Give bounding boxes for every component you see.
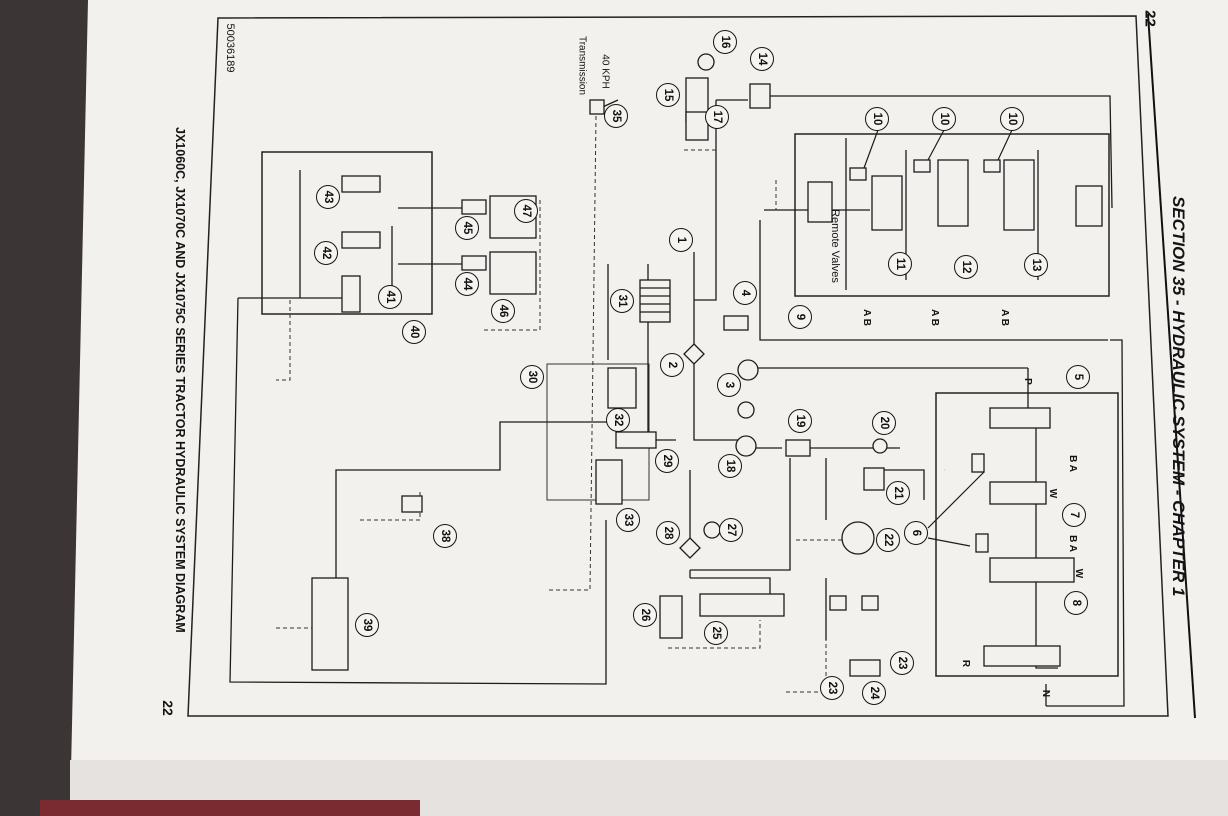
callout-22: 22 — [876, 528, 900, 552]
callout-29: 29 — [655, 449, 679, 473]
callout-32: 32 — [606, 408, 630, 432]
box-40 — [261, 151, 433, 315]
callout-17: 17 — [705, 105, 729, 129]
callout-16: 16 — [713, 30, 737, 54]
diagram-caption: JX1060C, JX1070C AND JX1075C SERIES TRAC… — [173, 127, 187, 633]
callout-5: 5 — [1066, 365, 1090, 389]
port-label-ba-1: B A — [1066, 455, 1078, 472]
callout-27: 27 — [719, 518, 743, 542]
dashed-lines — [276, 115, 844, 693]
port-label-ab-1: A B — [860, 309, 872, 326]
callout-20: 20 — [872, 411, 896, 435]
callout-31: 31 — [610, 289, 634, 313]
port-label-ab-2: A B — [928, 309, 940, 326]
label-remote-valves: Remote Valves — [829, 209, 841, 283]
callout-1: 1 — [669, 228, 693, 252]
callout-46: 46 — [491, 299, 515, 323]
port-label-r: R — [960, 659, 972, 668]
callout-11: 11 — [888, 252, 912, 276]
callout-8: 8 — [1064, 591, 1088, 615]
doc-code: 50036189 — [224, 23, 236, 73]
callout-44: 44 — [455, 272, 479, 296]
callout-10-b: 10 — [932, 107, 956, 131]
port-label-ab-3: A B — [998, 309, 1010, 326]
callout-2: 2 — [660, 353, 684, 377]
port-label-w-2: W — [1073, 568, 1085, 579]
callout-3: 3 — [717, 373, 741, 397]
callout-47: 47 — [514, 199, 538, 223]
components — [311, 53, 1103, 677]
callout-43: 43 — [316, 185, 340, 209]
port-label-n: N — [1040, 689, 1052, 698]
callout-25: 25 — [704, 621, 728, 645]
page-number-top: 22 — [1141, 10, 1159, 27]
callout-19: 19 — [788, 409, 812, 433]
port-label-ba-2: B A — [1066, 535, 1078, 552]
section-title: SECTION 35 - HYDRAULIC SYSTEM - CHAPTER … — [1169, 196, 1188, 597]
leader-lines — [863, 129, 1013, 547]
callout-28: 28 — [656, 521, 680, 545]
port-label-p: P — [1021, 378, 1033, 385]
callout-10-c: 10 — [1000, 107, 1024, 131]
callout-7: 7 — [1062, 503, 1086, 527]
callout-13: 13 — [1024, 253, 1048, 277]
callout-23-a: 23 — [890, 651, 914, 675]
box-5 — [935, 392, 1119, 677]
callout-38: 38 — [433, 524, 457, 548]
callout-18: 18 — [718, 454, 742, 478]
header-rule — [1147, 13, 1196, 719]
callout-33: 33 — [616, 508, 640, 532]
hydraulic-lines — [229, 95, 1125, 707]
label-40kph: 40 KPH — [599, 54, 611, 89]
callout-26: 26 — [633, 603, 657, 627]
page-number-bottom: 22 — [160, 700, 176, 716]
callout-30: 30 — [520, 365, 544, 389]
callout-12: 12 — [954, 255, 978, 279]
callout-4: 4 — [733, 281, 757, 305]
label-transmission: Transmission — [576, 35, 588, 96]
port-label-w-1: W — [1047, 488, 1059, 499]
callout-9: 9 — [788, 305, 812, 329]
callout-14: 14 — [750, 47, 774, 71]
callout-42: 42 — [314, 241, 338, 265]
callout-39: 39 — [355, 613, 379, 637]
callout-24: 24 — [862, 681, 886, 705]
bottom-red-edge — [40, 800, 420, 816]
callout-45: 45 — [455, 216, 479, 240]
box-9 — [794, 133, 1110, 297]
callout-23-b: 23 — [820, 676, 844, 700]
callout-6: 6 — [904, 521, 928, 545]
callout-35: 35 — [604, 104, 628, 128]
callout-21: 21 — [886, 481, 910, 505]
callout-15: 15 — [656, 83, 680, 107]
diagram-border — [187, 15, 1169, 717]
callout-40: 40 — [402, 320, 426, 344]
callout-10-a: 10 — [865, 107, 889, 131]
callout-41: 41 — [378, 285, 402, 309]
